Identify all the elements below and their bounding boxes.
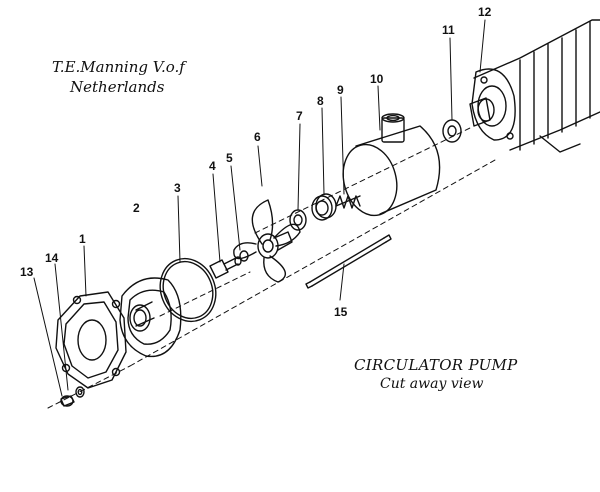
part-13-drain-plug (60, 395, 75, 407)
label-part-1: 1 (79, 232, 86, 246)
part-6-impeller (233, 199, 301, 283)
label-part-5: 5 (226, 151, 233, 165)
label-part-14: 14 (45, 251, 59, 265)
label-part-12: 12 (478, 5, 492, 19)
part-numbers: 1 2 3 4 5 6 7 8 9 10 11 12 13 14 15 (20, 5, 492, 319)
part-3-o-ring (159, 257, 217, 323)
label-part-8: 8 (317, 94, 324, 108)
part-2-pump-housing (119, 277, 182, 358)
diagram-subtitle: Cut away view (380, 376, 484, 392)
label-part-13: 13 (20, 265, 34, 279)
label-part-4: 4 (209, 159, 216, 173)
part-11-washer (442, 119, 462, 143)
manufacturer-name: T.E.Manning V.o.f (52, 58, 185, 76)
part-4-bolt (209, 256, 242, 279)
part-1-cover-plate (55, 291, 127, 389)
leader-lines (33, 19, 486, 397)
label-part-15: 15 (334, 305, 348, 319)
label-part-6: 6 (254, 130, 261, 144)
label-part-11: 11 (442, 23, 455, 37)
label-part-9: 9 (337, 83, 344, 97)
label-part-2: 2 (133, 201, 140, 215)
diagram-title: CIRCULATOR PUMP (354, 356, 518, 374)
part-14-washer (75, 386, 85, 398)
label-part-3: 3 (174, 181, 181, 195)
part-12-motor (469, 19, 600, 153)
part-9-spring (335, 195, 361, 209)
part-8-mechanical-seal (311, 193, 337, 221)
label-part-10: 10 (370, 72, 384, 86)
label-part-7: 7 (296, 109, 303, 123)
part-10-pump-chamber (342, 113, 441, 217)
manufacturer-country: Netherlands (70, 78, 165, 96)
part-15-stud-bolt (305, 234, 392, 289)
